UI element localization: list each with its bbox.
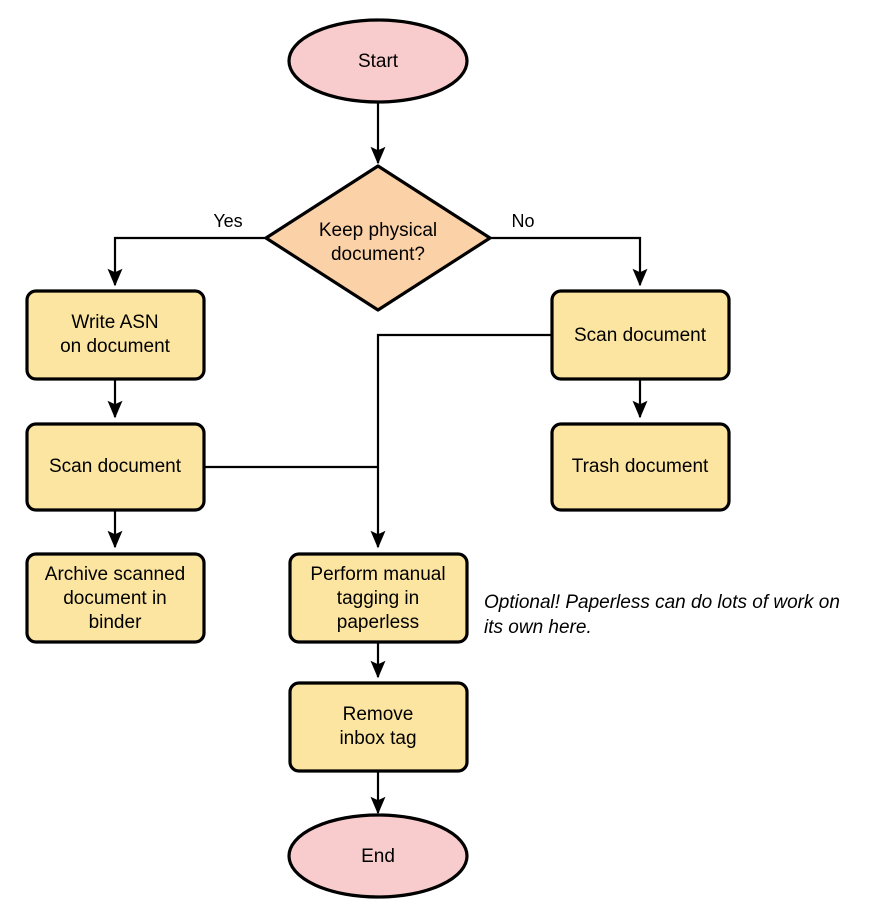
edge-decision-yes-to-write-asn <box>107 236 266 287</box>
node-manual-tagging-label-line3: paperless <box>337 612 419 633</box>
annotation-line2: its own here. <box>484 617 592 638</box>
node-write-asn-label-line2: on document <box>60 336 171 357</box>
node-scan-document-right[interactable]: Scan document <box>550 289 731 381</box>
node-trash-document-label: Trash document <box>572 456 709 477</box>
node-start[interactable]: Start <box>287 18 469 104</box>
node-remove-inbox-tag[interactable]: Remove inbox tag <box>288 681 469 773</box>
node-archive-label-line3: binder <box>89 612 142 633</box>
node-keep-physical-label-line1: Keep physical <box>319 220 437 241</box>
node-write-asn-label-line1: Write ASN <box>71 312 158 333</box>
node-archive-label-line2: document in <box>63 588 167 609</box>
edge-label-yes: Yes <box>213 211 242 231</box>
node-archive-scanned-document[interactable]: Archive scanned document in binder <box>25 552 206 644</box>
node-keep-physical-document[interactable]: Keep physical document? <box>264 164 492 312</box>
node-scan-document-right-label: Scan document <box>574 325 707 346</box>
edge-decision-no-to-scan-right <box>490 236 648 287</box>
node-end-label: End <box>361 846 395 867</box>
node-scan-document-left-label: Scan document <box>49 456 182 477</box>
node-keep-physical-label-line2: document? <box>331 244 425 265</box>
node-remove-inbox-label-line1: Remove <box>343 704 414 725</box>
node-scan-document-left[interactable]: Scan document <box>25 422 206 512</box>
node-manual-tagging[interactable]: Perform manual tagging in paperless <box>288 552 469 644</box>
node-remove-inbox-label-line2: inbox tag <box>339 728 416 749</box>
node-start-label: Start <box>358 51 399 72</box>
edge-label-no: No <box>511 211 534 231</box>
annotation-optional-paperless: Optional! Paperless can do lots of work … <box>484 592 840 638</box>
node-manual-tagging-label-line1: Perform manual <box>310 564 445 585</box>
node-end[interactable]: End <box>287 813 469 899</box>
node-trash-document[interactable]: Trash document <box>550 422 731 512</box>
node-write-asn[interactable]: Write ASN on document <box>25 289 206 381</box>
annotation-line1: Optional! Paperless can do lots of work … <box>484 592 840 613</box>
node-manual-tagging-label-line2: tagging in <box>337 588 419 609</box>
node-archive-label-line1: Archive scanned <box>45 564 185 585</box>
edge-scan-right-to-manual-tagging <box>370 333 552 549</box>
